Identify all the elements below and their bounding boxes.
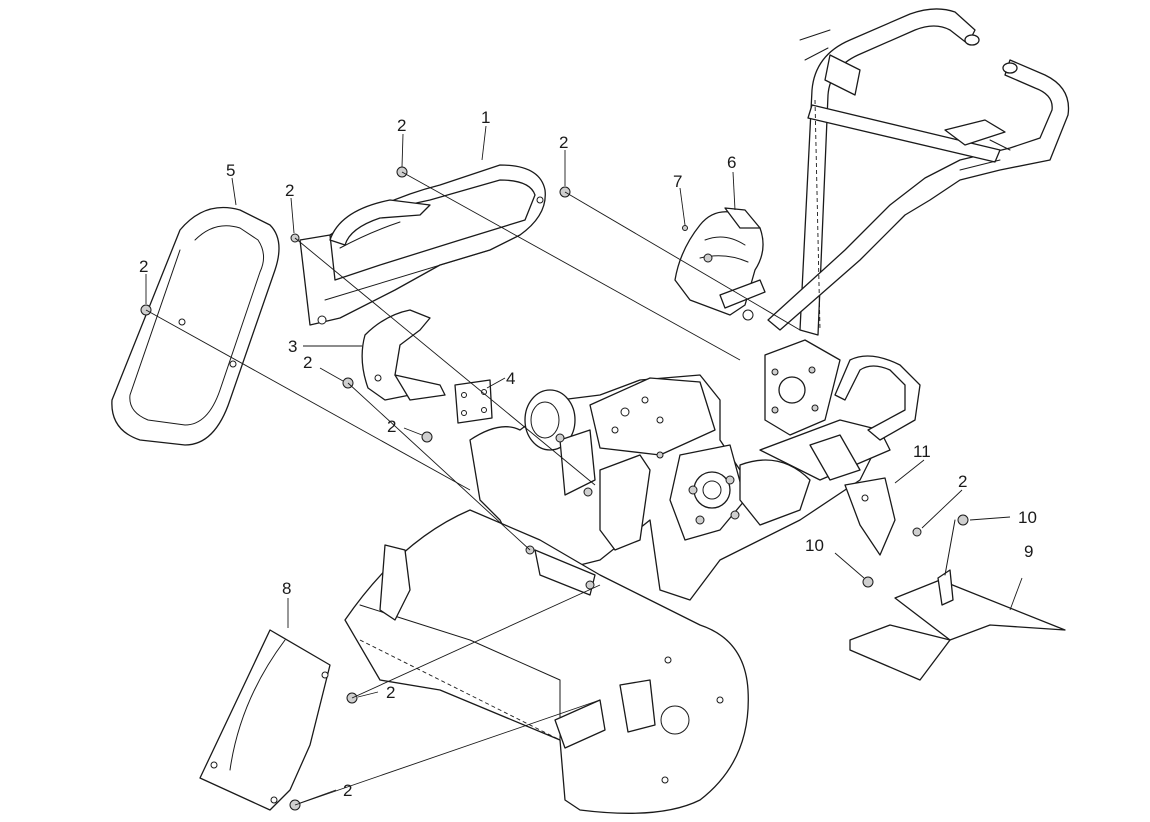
callout-2: 2 <box>139 257 148 276</box>
part-1-belt-guard <box>299 164 546 326</box>
callout-9: 9 <box>1024 542 1033 561</box>
leader-lines <box>145 125 1023 806</box>
callout-2: 2 <box>397 116 406 135</box>
callout-labels: 1 2 2 2 2 2 2 2 2 2 3 4 5 6 7 8 9 10 10 … <box>139 108 1037 800</box>
callout-10: 10 <box>1018 508 1037 527</box>
callout-1: 1 <box>481 108 490 127</box>
callout-2: 2 <box>559 133 568 152</box>
callout-3: 3 <box>288 337 297 356</box>
callout-5: 5 <box>226 161 235 180</box>
callout-4: 4 <box>506 369 515 388</box>
handlebar-assembly <box>767 8 1070 336</box>
callout-2: 2 <box>343 781 352 800</box>
callout-2: 2 <box>958 472 967 491</box>
part-6-grip-bracket <box>674 207 766 321</box>
callout-2: 2 <box>285 181 294 200</box>
callout-11: 11 <box>913 442 931 461</box>
part-9-drag-bar-plate <box>849 514 1066 681</box>
callout-2: 2 <box>303 353 312 372</box>
part-11-bracket <box>844 477 922 556</box>
tine-shield <box>344 509 749 814</box>
part-3-inner-guard <box>361 309 446 401</box>
part-8-side-plate <box>199 629 331 811</box>
callout-10: 10 <box>805 536 824 555</box>
callout-6: 6 <box>727 153 736 172</box>
part-5-drive-belt <box>111 206 280 446</box>
callout-2: 2 <box>386 683 395 702</box>
callout-2: 2 <box>387 417 396 436</box>
part-4-plate <box>454 379 493 424</box>
callout-7: 7 <box>673 172 682 191</box>
main-frame <box>469 339 921 601</box>
callout-8: 8 <box>282 579 291 598</box>
